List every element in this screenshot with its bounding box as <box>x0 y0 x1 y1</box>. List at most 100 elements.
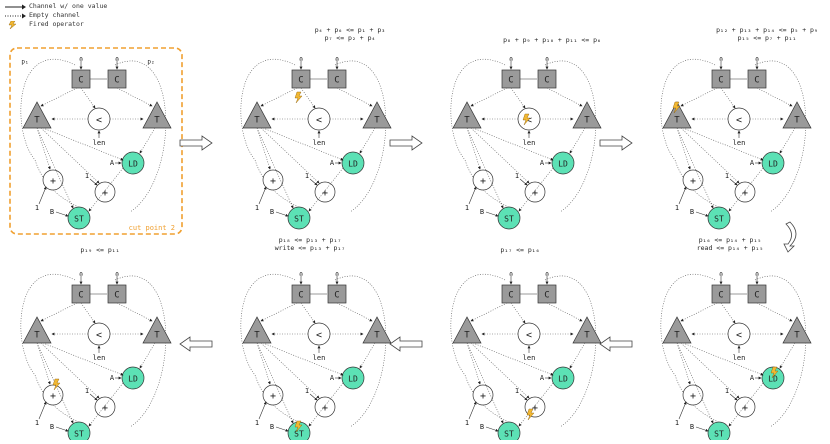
plus-right-label: + <box>742 188 748 199</box>
t-to-plus-right <box>470 342 530 399</box>
ld-label: LD <box>128 375 138 384</box>
t-to-st <box>256 127 294 209</box>
t-to-plus-right <box>260 342 320 399</box>
one-right: 1 <box>515 172 519 180</box>
one-right: 1 <box>305 172 309 180</box>
ld-to-st <box>88 167 124 212</box>
ld-to-st <box>518 382 554 427</box>
caption-panel-3: p₈ + p₉ + p₁₀ + p₁₁ <= p₆ <box>503 36 601 44</box>
one-right-edge <box>519 178 528 186</box>
c-to-t-left <box>260 87 298 107</box>
t-to-st <box>676 127 714 209</box>
a-label: A <box>330 374 335 382</box>
one-left-edge <box>38 401 47 420</box>
c-to-cmp <box>80 87 96 109</box>
c-to-cmp <box>300 302 316 324</box>
t-to-plus-left <box>36 127 51 170</box>
b-label: B <box>690 423 694 431</box>
b-edge <box>695 426 709 432</box>
st-label: ST <box>294 215 304 224</box>
t-to-st <box>36 127 74 209</box>
legend-fired: Fired operator <box>4 20 107 29</box>
c-to-t-left <box>260 302 298 322</box>
c-node-right-label: C <box>544 291 549 301</box>
c-to-cmp <box>720 87 736 109</box>
t-node-right-label: T <box>794 331 800 341</box>
plus-right-label: + <box>102 403 108 414</box>
compare-label: < <box>96 330 102 341</box>
ld-node <box>341 366 365 390</box>
outer-loop-right <box>114 275 167 428</box>
outer-loop-right <box>544 60 597 213</box>
plus-node-left <box>42 169 64 191</box>
fire-icon <box>672 101 681 114</box>
c-to-t-right <box>756 302 793 322</box>
t-node-right <box>782 316 812 344</box>
ld-label: LD <box>558 375 568 384</box>
fire-icon <box>770 366 779 379</box>
ld-node <box>551 151 575 175</box>
t-node-right-label: T <box>154 331 160 341</box>
len-label: len <box>523 139 536 147</box>
plus-left-label: + <box>50 176 56 187</box>
zero-left: 0 <box>509 272 513 279</box>
a-label: A <box>330 159 335 167</box>
t-to-ld-left <box>262 127 344 161</box>
zero-left: 0 <box>719 57 723 64</box>
plus-node-left <box>262 384 284 406</box>
t-to-ld <box>139 342 156 369</box>
plus-node-left <box>262 169 284 191</box>
one-left: 1 <box>675 204 679 212</box>
st-label: ST <box>504 430 514 439</box>
c-to-t-left <box>470 87 508 107</box>
b-edge <box>485 426 499 432</box>
plus-left-label: + <box>690 176 696 187</box>
t-node-right-label: T <box>374 331 380 341</box>
p1-label: p₁ <box>21 59 28 66</box>
a-label: A <box>540 374 545 382</box>
c-node-right-label: C <box>754 76 759 86</box>
caption-panel-7: p₁₇ <= p₁₆ <box>500 246 539 254</box>
plus-right-label: + <box>742 403 748 414</box>
ld-node <box>761 151 785 175</box>
ld-label: LD <box>348 160 358 169</box>
len-label: len <box>313 139 326 147</box>
c-to-t-right <box>336 87 373 107</box>
fire-icon <box>522 113 531 126</box>
t-to-plus-left <box>676 127 691 170</box>
plus-right-label: + <box>102 188 108 199</box>
legend-solid: Channel w/ one value <box>4 2 107 11</box>
plus-node-right <box>524 181 546 203</box>
one-left: 1 <box>255 204 259 212</box>
caption-panel-2: p₄ + p₆ <= p₁ + p₃ <box>315 26 385 34</box>
zero-left: 0 <box>79 272 83 279</box>
arrow-3-4 <box>599 135 633 151</box>
c-node-left-label: C <box>718 291 723 301</box>
compare-label: < <box>736 330 742 341</box>
t-to-st <box>676 342 714 424</box>
b-label: B <box>480 208 484 216</box>
b-edge <box>275 211 289 217</box>
st-node <box>707 206 731 230</box>
len-label: len <box>733 354 746 362</box>
c-node-right-label: C <box>334 76 339 86</box>
len-label: len <box>523 354 536 362</box>
cut-point-label: cut point 2 <box>129 224 175 232</box>
ld-node <box>551 366 575 390</box>
t-to-st <box>256 342 294 424</box>
c-node-left-label: C <box>508 76 513 86</box>
dotted-arrow-icon <box>5 13 26 18</box>
t-to-ld <box>139 127 156 154</box>
p2-label: p₂ <box>147 59 154 66</box>
b-edge <box>275 426 289 432</box>
c-to-t-right <box>116 87 153 107</box>
plus-node-left <box>682 384 704 406</box>
t-node-right <box>142 316 172 344</box>
t-to-ld <box>779 127 796 154</box>
plus-node-right <box>314 396 336 418</box>
